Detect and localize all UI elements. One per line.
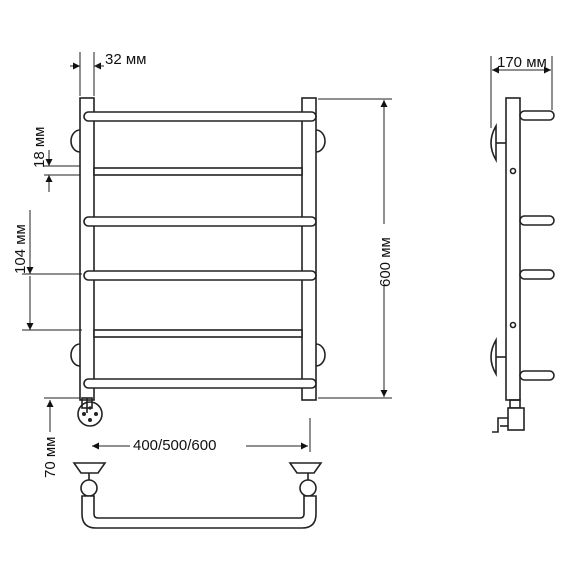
- side-mount-bottom: [490, 337, 497, 377]
- side-bar: [519, 269, 555, 280]
- top-view: [72, 462, 323, 529]
- side-view: 170 мм: [490, 54, 555, 433]
- front-view: 32 мм 18 мм 104 мм 600 мм 70 мм 400/500/…: [12, 51, 394, 478]
- electric-connector: [77, 397, 103, 427]
- rung: [83, 270, 317, 281]
- dim-depth: 170 мм: [497, 54, 547, 71]
- dim-side-width: 32 мм: [105, 51, 146, 68]
- dim-width-options: 400/500/600: [133, 437, 216, 454]
- mount-left-bottom: [70, 343, 81, 367]
- rung: [83, 216, 317, 227]
- rung: [83, 111, 317, 122]
- side-mount-top: [490, 123, 497, 163]
- dim-bar-pitch: 104 мм: [12, 224, 29, 274]
- dim-bottom-offset: 70 мм: [42, 437, 59, 478]
- side-bar: [519, 370, 555, 381]
- side-bar: [519, 110, 555, 121]
- rung: [83, 378, 317, 389]
- side-post: [505, 97, 521, 401]
- dim-bar-gap: 18 мм: [31, 127, 48, 168]
- flange-right: [288, 462, 323, 474]
- mount-right-bottom: [315, 343, 326, 367]
- side-connector: [492, 399, 525, 433]
- left-post: [79, 97, 95, 401]
- side-bar: [519, 215, 555, 226]
- mount-left-top: [70, 129, 81, 153]
- dim-height: 600 мм: [377, 237, 394, 287]
- u-rail: [81, 495, 317, 529]
- flange-left: [72, 462, 107, 474]
- rung: [93, 167, 303, 176]
- mount-right-top: [315, 129, 326, 153]
- rung: [93, 329, 303, 338]
- right-post: [301, 97, 317, 401]
